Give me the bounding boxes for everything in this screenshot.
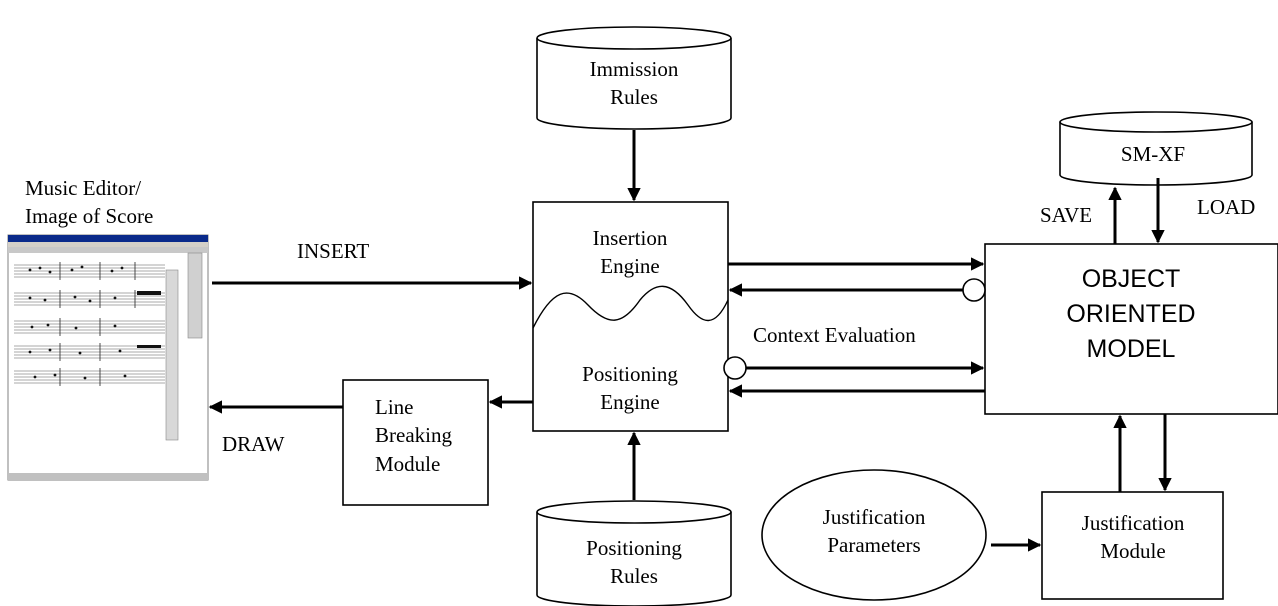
line-breaking-label-line1: Line: [375, 395, 413, 419]
justification-module-label-line1: Justification: [1082, 511, 1185, 535]
sm-xf-label: SM-XF: [1121, 142, 1185, 166]
music-editor-caption-line2: Image of Score: [25, 204, 153, 228]
justification-parameters-label-line2: Parameters: [827, 533, 920, 557]
positioning-rules-label-line1: Positioning: [586, 536, 682, 560]
load-label: LOAD: [1197, 195, 1255, 219]
insertion-engine-label-line2: Engine: [600, 254, 659, 278]
context-evaluation-label: Context Evaluation: [753, 323, 916, 347]
music-editor-caption-line1: Music Editor/: [25, 176, 141, 200]
immission-rules-label-line1: Immission: [590, 57, 679, 81]
object-model-label-line2: ORIENTED: [1066, 300, 1195, 328]
justification-module-label-line2: Module: [1100, 539, 1165, 563]
context-connector-top: [962, 278, 986, 302]
line-breaking-module: Line Breaking Module: [342, 379, 489, 506]
positioning-engine-label-line2: Engine: [600, 390, 659, 414]
save-label: SAVE: [1040, 203, 1092, 227]
immission-rules-label-line2: Rules: [610, 85, 658, 109]
music-editor-thumbnail: [7, 234, 209, 481]
positioning-rules-label-line2: Rules: [610, 564, 658, 588]
context-connector-bottom: [723, 356, 747, 380]
sm-xf-database: SM-XF: [1059, 111, 1253, 186]
justification-parameters: Justification Parameters: [761, 469, 987, 601]
justification-module: Justification Module: [1041, 491, 1224, 600]
object-model-label-line1: OBJECT: [1082, 265, 1181, 293]
immission-rules-database: Immission Rules: [536, 26, 732, 130]
insertion-engine-label-line1: Insertion: [593, 226, 668, 250]
positioning-engine-label-line1: Positioning: [582, 362, 678, 386]
object-model-label-line3: MODEL: [1087, 335, 1176, 363]
line-breaking-label-line3: Module: [375, 452, 440, 476]
insert-label: INSERT: [297, 239, 369, 263]
justification-parameters-label-line1: Justification: [823, 505, 926, 529]
object-oriented-model: OBJECT ORIENTED MODEL: [984, 243, 1278, 415]
positioning-rules-database: Positioning Rules: [536, 500, 732, 606]
draw-label: DRAW: [222, 432, 285, 456]
line-breaking-label-line2: Breaking: [375, 423, 452, 447]
insertion-positioning-engine: Insertion Engine Positioning Engine: [532, 201, 729, 432]
